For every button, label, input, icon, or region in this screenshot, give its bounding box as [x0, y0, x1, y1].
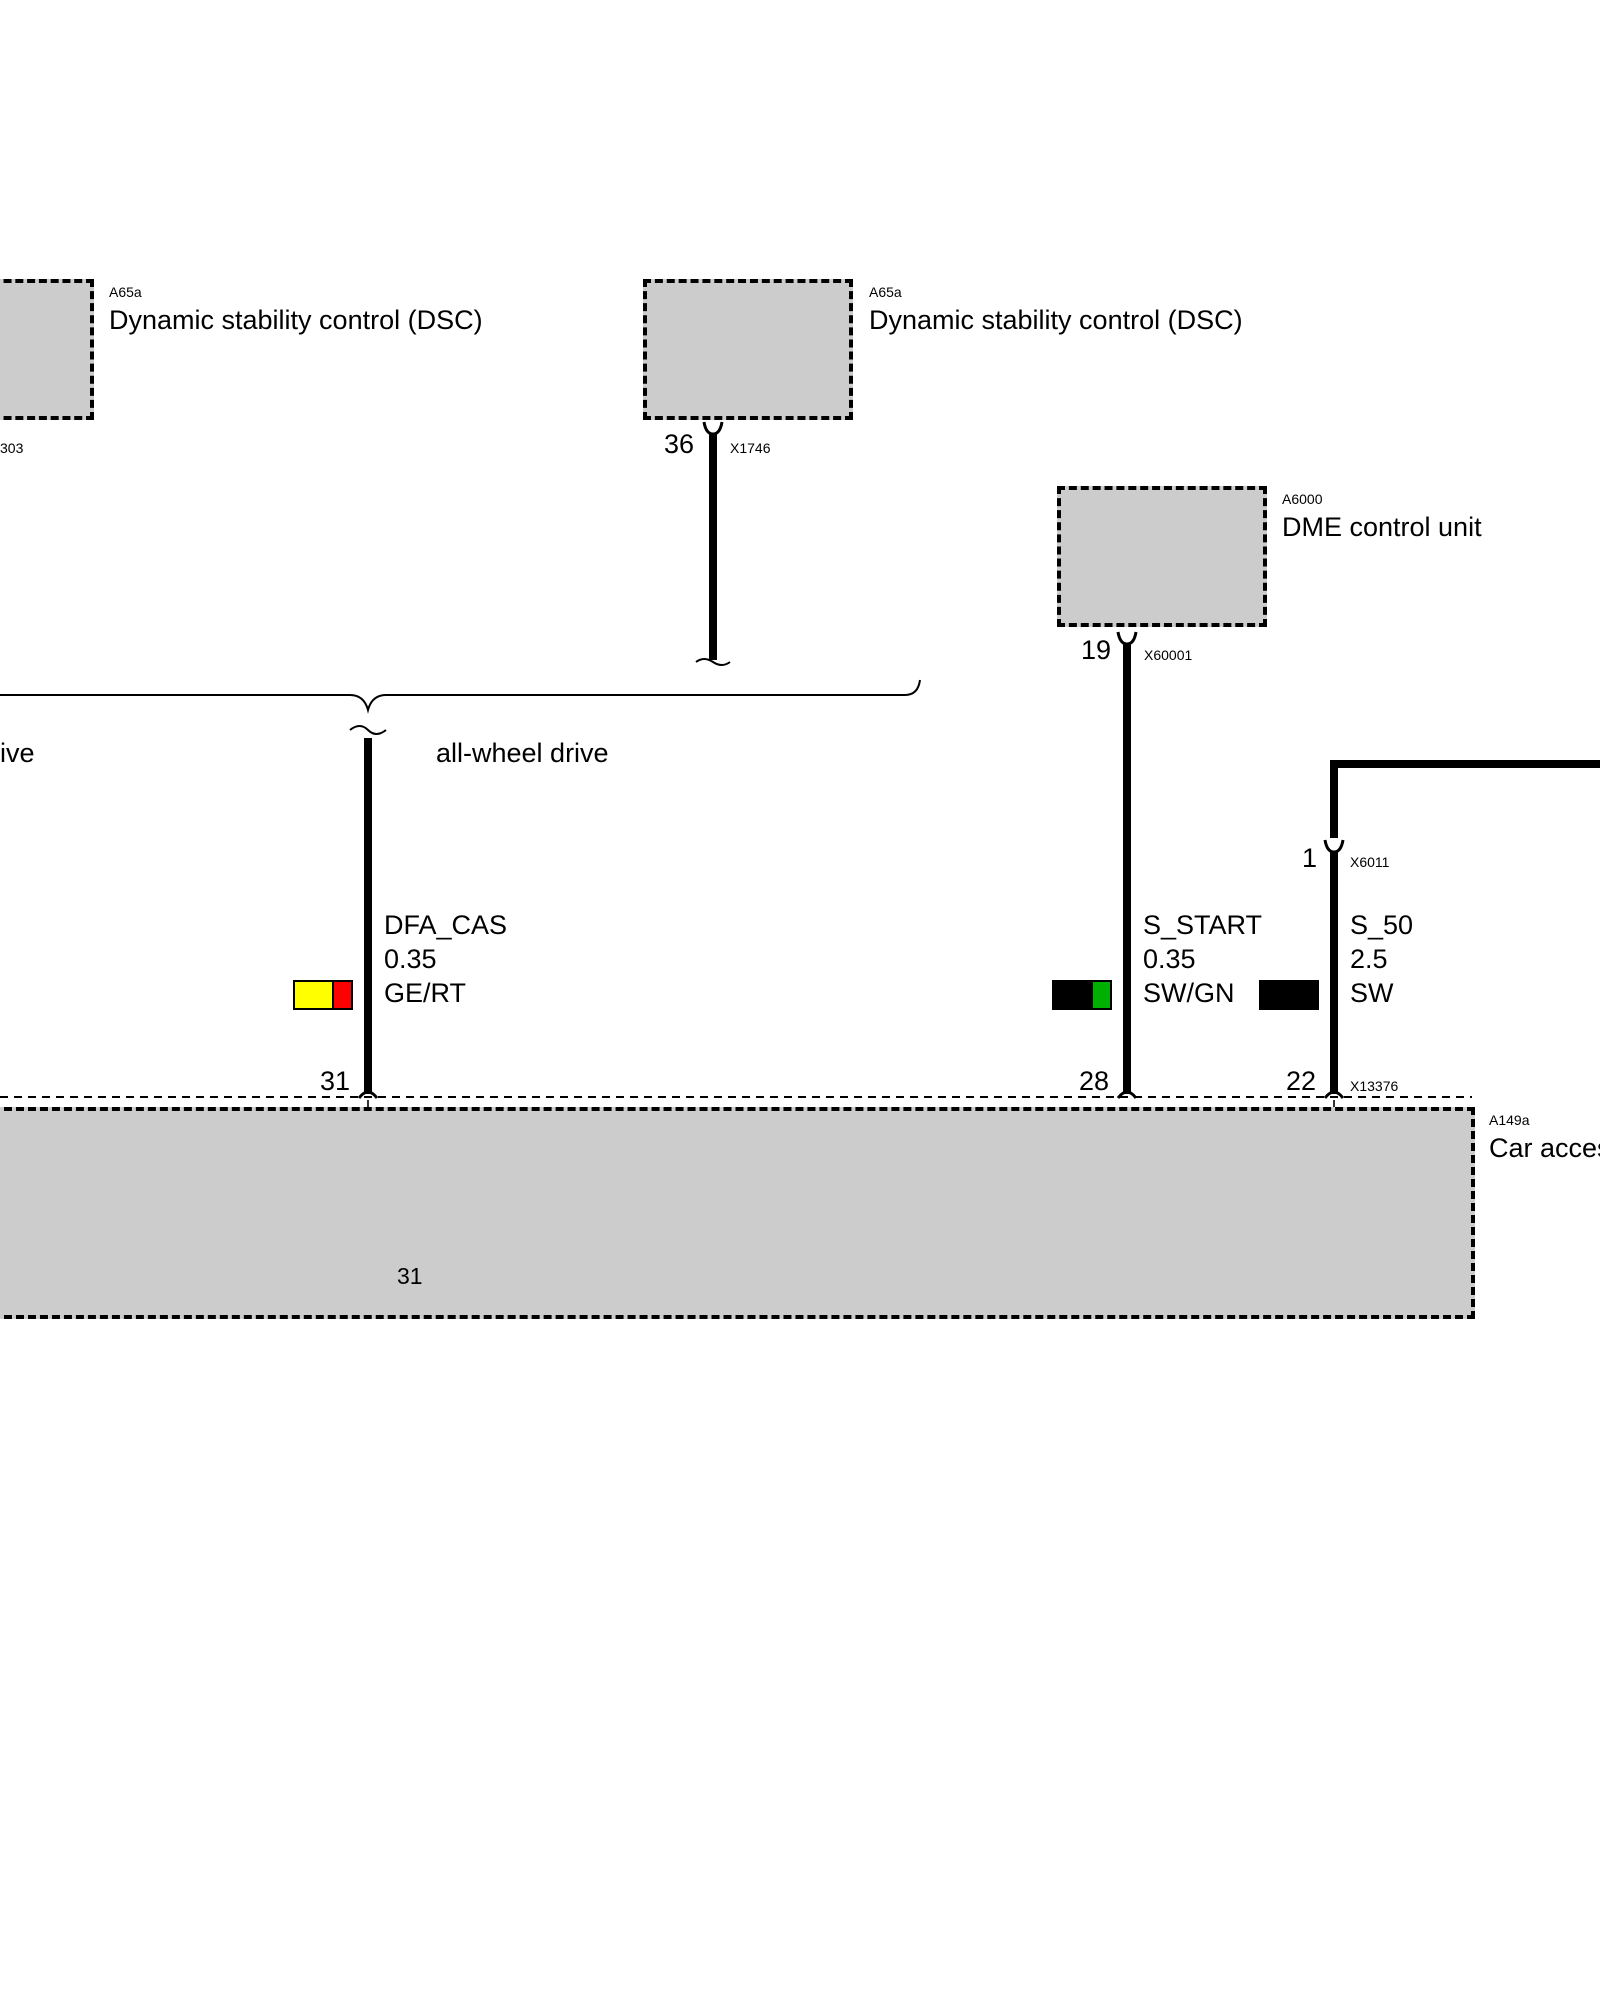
wire-s50-swatch: [1259, 980, 1319, 1010]
connector-x60001-symbol: [1116, 631, 1138, 646]
cas-code: A149a: [1489, 1112, 1530, 1128]
variant-brace: [0, 679, 921, 714]
wire-dfa-pin: 31: [320, 1066, 351, 1096]
dsc-left-name: Dynamic stability control (DSC): [109, 305, 483, 335]
cas-box: [0, 1107, 1475, 1319]
dsc-right-box: [643, 279, 853, 420]
swatch-red: [331, 982, 351, 1008]
cas-connector: X13376: [1350, 1078, 1399, 1094]
swatch-black: [1054, 982, 1091, 1008]
wire-dfa-color: GE/RT: [384, 978, 467, 1008]
ground-label: 31: [397, 1263, 423, 1289]
dsc-right-code: A65a: [869, 284, 902, 300]
dsc-right-connector: X1746: [730, 440, 771, 456]
dme-name: DME control unit: [1282, 512, 1482, 542]
dsc-left-box: [0, 279, 94, 420]
wire-start-color: SW/GN: [1143, 978, 1235, 1008]
dme-pin: 19: [1081, 635, 1112, 665]
dsc-right-name: Dynamic stability control (DSC): [869, 305, 1243, 335]
dsc-right-pin: 36: [664, 429, 695, 459]
connector-x1746-symbol: [702, 421, 724, 436]
wire-break-36: [695, 658, 731, 666]
dsc-left-code: A65a: [109, 284, 142, 300]
wire-s50-color: SW: [1350, 978, 1394, 1008]
wire-dfa-signal: DFA_CAS: [384, 910, 508, 940]
wire-s50-pin: 22: [1286, 1066, 1317, 1096]
wire-start-signal: S_START: [1143, 910, 1263, 940]
variant-left-partial: ive: [0, 738, 35, 768]
wire-dfa-swatch: [293, 980, 353, 1010]
pin-31-symbol: [357, 1090, 379, 1099]
wire-s50-section: 2.5: [1350, 944, 1388, 974]
wire-dfa-section: 0.35: [384, 944, 437, 974]
wire-break-31: [349, 725, 387, 735]
wire-start-section: 0.35: [1143, 944, 1196, 974]
dme-box: [1057, 486, 1267, 627]
wire-start-swatch: [1052, 980, 1112, 1010]
x6011-pin: 1: [1302, 843, 1318, 873]
pin-22-symbol: [1323, 1090, 1345, 1099]
dsc-left-connector: 303: [0, 440, 24, 456]
dme-connector: X60001: [1144, 647, 1193, 663]
cas-name: Car acces: [1489, 1133, 1600, 1163]
x6011-connector: X6011: [1350, 854, 1390, 870]
swatch-yellow: [295, 982, 332, 1008]
swatch-green: [1090, 982, 1110, 1008]
dme-code: A6000: [1282, 491, 1323, 507]
wire-start-pin: 28: [1079, 1066, 1110, 1096]
wire-s50-feed: [1330, 760, 1600, 838]
wire-s50-signal: S_50: [1350, 910, 1414, 940]
connector-x6011-symbol: [1323, 839, 1345, 854]
variant-awd: all-wheel drive: [436, 738, 609, 768]
